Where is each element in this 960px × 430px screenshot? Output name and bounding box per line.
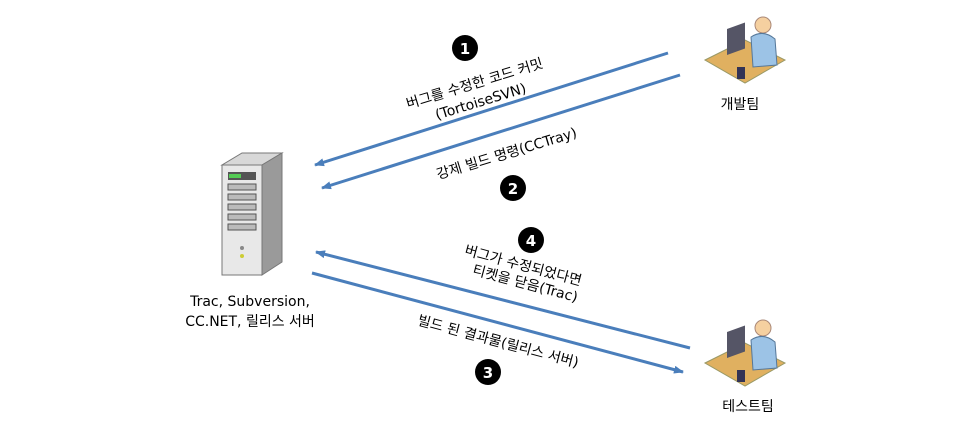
- step-2-badge: 2: [500, 175, 526, 201]
- svg-text:2: 2: [508, 180, 518, 198]
- dev-team-label: 개발팀: [721, 97, 760, 113]
- test-team-label: 테스트팀: [722, 399, 774, 415]
- step-2-label: 강제 빌드 명령(CCTray): [435, 125, 579, 183]
- server-icon: [220, 152, 284, 276]
- svg-text:4: 4: [526, 232, 536, 250]
- server-label-line1: Trac, Subversion,: [189, 294, 310, 310]
- svg-text:1: 1: [460, 40, 470, 58]
- arrow-step-1: [314, 51, 669, 167]
- arrow-step-4: [315, 250, 691, 350]
- test-team-person-icon: [703, 319, 787, 387]
- dev-team-person-icon: [703, 16, 787, 84]
- step-1-badge: 1: [452, 35, 478, 61]
- svg-text:3: 3: [483, 364, 493, 382]
- server-label-line2: CC.NET, 릴리스 서버: [185, 314, 315, 330]
- step-3-badge: 3: [475, 359, 501, 385]
- arrow-step-3: [311, 271, 684, 374]
- arrow-step-2: [321, 73, 681, 190]
- step-4-badge: 4: [518, 227, 544, 253]
